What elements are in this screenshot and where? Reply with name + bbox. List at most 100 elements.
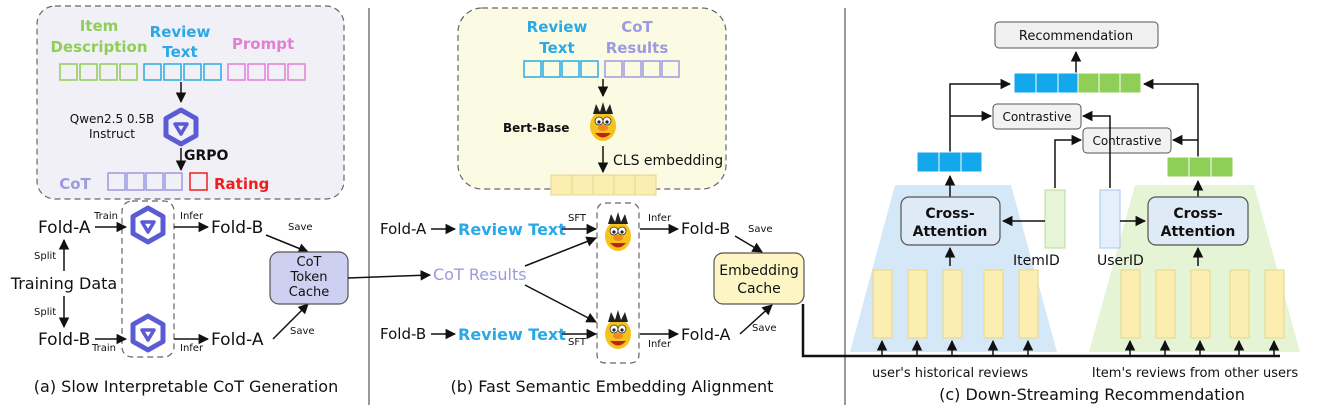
review-text-top: Review Text [458, 220, 566, 239]
cot-cache-label-3: Cache [289, 285, 329, 300]
cross-attention-left-label-2: Attention [913, 224, 988, 240]
panel-a-caption: (a) Slow Interpretable CoT Generation [34, 377, 338, 396]
arrow-fold-b-to-cache [265, 234, 309, 254]
fold-b-b-output: Fold-B [681, 219, 730, 238]
cot-cache-label-2: Token [290, 270, 328, 285]
split-bottom-label: Split [34, 307, 56, 318]
cls-embedding-blocks [550, 174, 657, 196]
concat-green-blocks [1077, 72, 1142, 94]
bert-icon-bottom [604, 309, 632, 350]
user-vector-blocks [916, 151, 983, 173]
save-b-top-label: Save [748, 224, 773, 235]
item-vector-blocks [1166, 156, 1234, 178]
rating-label: Rating [214, 175, 269, 193]
bert-base-label: Bert-Base [503, 121, 569, 135]
cross-attention-right-label-2: Attention [1161, 224, 1236, 240]
review-text-bottom: Review Text [458, 325, 566, 344]
arrow-cot-to-bert-bottom [524, 284, 597, 323]
panel-a: Item Description Review Text Prompt Qwen… [10, 5, 349, 396]
review-text-label-2: Text [162, 43, 197, 61]
embedding-cache-box [713, 252, 805, 305]
concat-blue-blocks [1013, 72, 1079, 94]
fold-b-b-input: Fold-B [380, 325, 426, 343]
fold-a-input: Fold-A [38, 218, 91, 238]
user-id-vector [1099, 189, 1121, 249]
train-bottom-label: Train [91, 343, 116, 354]
save-b-bottom-label: Save [752, 323, 777, 334]
fold-a-b-input: Fold-A [380, 220, 427, 238]
split-top-label: Split [34, 251, 56, 262]
qwen-icon-top [133, 208, 163, 242]
arrow-fold-b-to-emb-cache [734, 235, 763, 253]
review-token-row [143, 63, 222, 81]
qwen-icon-bottom [133, 316, 163, 350]
contrastive-left-box [992, 103, 1082, 130]
infer-b-bottom-label: Infer [648, 339, 672, 350]
arrow-cot-to-bert-top [524, 236, 597, 267]
cot-b-token-row [604, 60, 680, 78]
fold-b-output: Fold-B [211, 218, 263, 238]
infer-b-top-label: Infer [648, 213, 672, 224]
cross-attention-left-box [900, 196, 1001, 246]
train-top-label: Train [93, 211, 118, 222]
line-item-vec-to-concat [1142, 78, 1199, 157]
review-b-token-row [523, 60, 599, 78]
prompt-label: Prompt [232, 35, 294, 53]
arrow-fold-a-to-cache [272, 303, 309, 340]
bert-pair-box [596, 202, 640, 364]
rating-token [189, 172, 208, 191]
review-text-label-1: Review [150, 23, 211, 41]
panel-b: Review Text CoT Results Bert-Base CLS em… [347, 7, 805, 396]
save-top-label: Save [288, 222, 313, 233]
cot-results-center: CoT Results [433, 265, 527, 284]
panel-a-top-box [36, 5, 345, 200]
panel-b-caption: (b) Fast Semantic Embedding Alignment [451, 377, 774, 396]
item-id-vector [1044, 189, 1066, 249]
panel-c-caption: (c) Down-Streaming Recommendation [939, 385, 1245, 404]
qwen-model-label-1: Qwen2.5 0.5B [70, 112, 154, 126]
fold-a-b-output: Fold-A [681, 325, 730, 344]
cot-label: CoT [59, 175, 91, 193]
contrastive-right-label: Contrastive [1092, 134, 1161, 148]
item-description-label-2: Description [50, 38, 147, 56]
cot-token-row [107, 172, 183, 191]
user-id-label: UserID [1097, 253, 1144, 269]
emb-cache-label-2: Cache [737, 281, 781, 297]
fold-a-output: Fold-A [211, 330, 264, 350]
cross-attention-left-label-1: Cross- [925, 206, 974, 222]
infer-bottom-label: Infer [180, 343, 204, 354]
item-description-label-1: Item [80, 17, 119, 35]
contrastive-left-label: Contrastive [1002, 110, 1071, 124]
arrow-fold-a-to-emb-cache [739, 304, 773, 335]
qwen-model-label-2: Instruct [89, 127, 135, 141]
prompt-token-row [227, 63, 306, 81]
arrow-cache-to-cot-results [347, 270, 432, 281]
user-review-columns [872, 269, 1039, 339]
panel-b-top-box [457, 7, 727, 190]
line-emb-cache-to-bus [801, 304, 1280, 358]
review-text-b-label-2: Text [539, 39, 574, 57]
item-id-label: ItemID [1013, 253, 1060, 269]
training-data-label: Training Data [10, 274, 117, 293]
cross-attention-right-label-1: Cross- [1173, 206, 1222, 222]
item-reviews-label: Item's reviews from other users [1092, 366, 1298, 381]
cross-attention-right-box [1147, 196, 1249, 246]
item-review-columns [1120, 269, 1285, 339]
line-itemid-to-contrastive [1054, 134, 1083, 188]
item-token-row [59, 63, 138, 81]
user-historical-reviews-label: user's historical reviews [872, 366, 1028, 381]
line-user-vec-to-concat [949, 78, 1012, 152]
sft-bottom-label: SFT [568, 337, 587, 348]
grpo-label: GRPO [184, 148, 229, 164]
cot-results-b-label-2: Results [606, 39, 669, 57]
qwen-pair-box [121, 200, 175, 358]
recommendation-box [994, 21, 1159, 49]
bus-risers [876, 339, 1280, 356]
panel-c: Recommendation Contrastive Contrastive C… [801, 21, 1300, 404]
fold-b-input: Fold-B [38, 330, 90, 350]
infer-top-label: Infer [180, 211, 204, 222]
sft-top-label: SFT [568, 213, 587, 224]
emb-cache-label-1: Embedding [719, 263, 798, 279]
line-userid-to-contrastive [1081, 110, 1111, 188]
cls-embedding-label: CLS embedding [613, 153, 723, 169]
